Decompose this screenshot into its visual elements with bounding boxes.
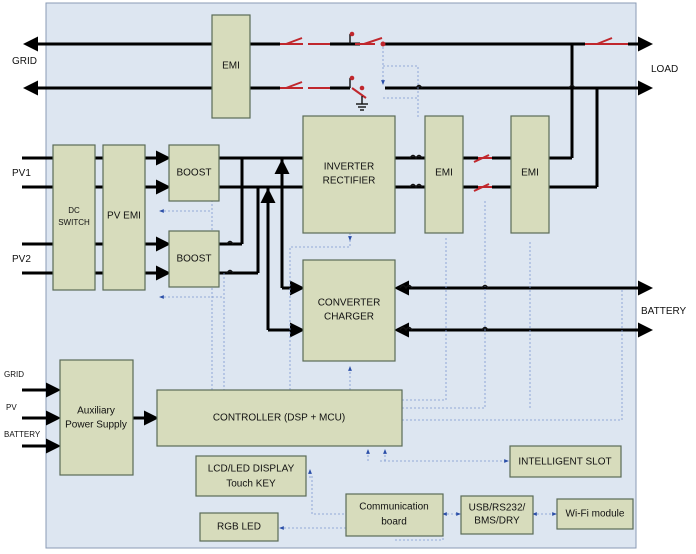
converter-label: CONVERTER	[318, 298, 381, 309]
boost-1-block: BOOST	[168, 144, 220, 202]
power-lines	[22, 36, 653, 454]
emi-grid-block: EMI	[211, 14, 251, 119]
display-label-1: LCD/LED DISPLAY	[208, 464, 295, 475]
charger-label: CHARGER	[324, 312, 374, 323]
inverter-rectifier-block: INVERTER RECTIFIER	[302, 115, 396, 234]
boost-1-label: BOOST	[176, 168, 211, 179]
relay-switches	[280, 31, 628, 192]
display-block: LCD/LED DISPLAY Touch KEY	[195, 455, 307, 497]
rgb-led-label: RGB LED	[217, 522, 261, 533]
rectifier-label: RECTIFIER	[323, 176, 376, 187]
controller-block: CONTROLLER (DSP + MCU)	[156, 389, 403, 447]
load-label: LOAD	[651, 64, 678, 75]
aux-grid-label: GRID	[4, 370, 24, 379]
usb-label-2: BMS/DRY	[474, 516, 520, 527]
aux-pv-label: PV	[6, 403, 17, 412]
dc-switch-label-1: DC	[68, 206, 80, 215]
wifi-module-block: Wi-Fi module	[556, 498, 634, 530]
intelligent-slot-block: INTELLIGENT SLOT	[509, 445, 622, 478]
emi-grid-label: EMI	[222, 61, 240, 72]
display-label-2: Touch KEY	[226, 479, 276, 490]
dc-switch-block: DC SWITCH	[52, 144, 96, 291]
battery-label: BATTERY	[641, 306, 687, 317]
pv1-label: PV1	[12, 168, 31, 179]
controller-label: CONTROLLER (DSP + MCU)	[213, 413, 345, 424]
boost-2-block: BOOST	[168, 230, 220, 288]
comm-label-1: Communication	[359, 502, 428, 513]
comm-label-2: board	[381, 517, 407, 528]
pv2-label: PV2	[12, 254, 31, 265]
emi-mid-label: EMI	[435, 168, 453, 179]
intelligent-slot-label: INTELLIGENT SLOT	[518, 457, 611, 468]
pv-emi-label: PV EMI	[107, 211, 141, 222]
crossover-marks	[226, 84, 576, 332]
boost-2-label: BOOST	[176, 254, 211, 265]
emi-right-label: EMI	[521, 168, 539, 179]
signal-lines	[159, 47, 623, 541]
rgb-led-block: RGB LED	[199, 512, 279, 542]
aux-label-1: Auxiliary	[77, 406, 115, 417]
usb-label-1: USB/RS232/	[469, 503, 526, 514]
pv-emi-block: PV EMI	[102, 144, 146, 291]
converter-charger-block: CONVERTER CHARGER	[302, 259, 396, 362]
inverter-label: INVERTER	[324, 162, 374, 173]
usb-rs232-block: USB/RS232/ BMS/DRY	[460, 495, 534, 535]
aux-label-2: Power Supply	[65, 420, 127, 431]
aux-battery-label: BATTERY	[4, 430, 41, 439]
wifi-label: Wi-Fi module	[566, 509, 625, 520]
dc-switch-label-2: SWITCH	[58, 218, 90, 227]
emi-mid-block: EMI	[424, 115, 464, 234]
grid-label: GRID	[12, 56, 37, 67]
communication-board-block: Communication board	[345, 493, 444, 537]
emi-right-block: EMI	[510, 115, 550, 234]
auxiliary-power-block: Auxiliary Power Supply	[59, 359, 134, 476]
